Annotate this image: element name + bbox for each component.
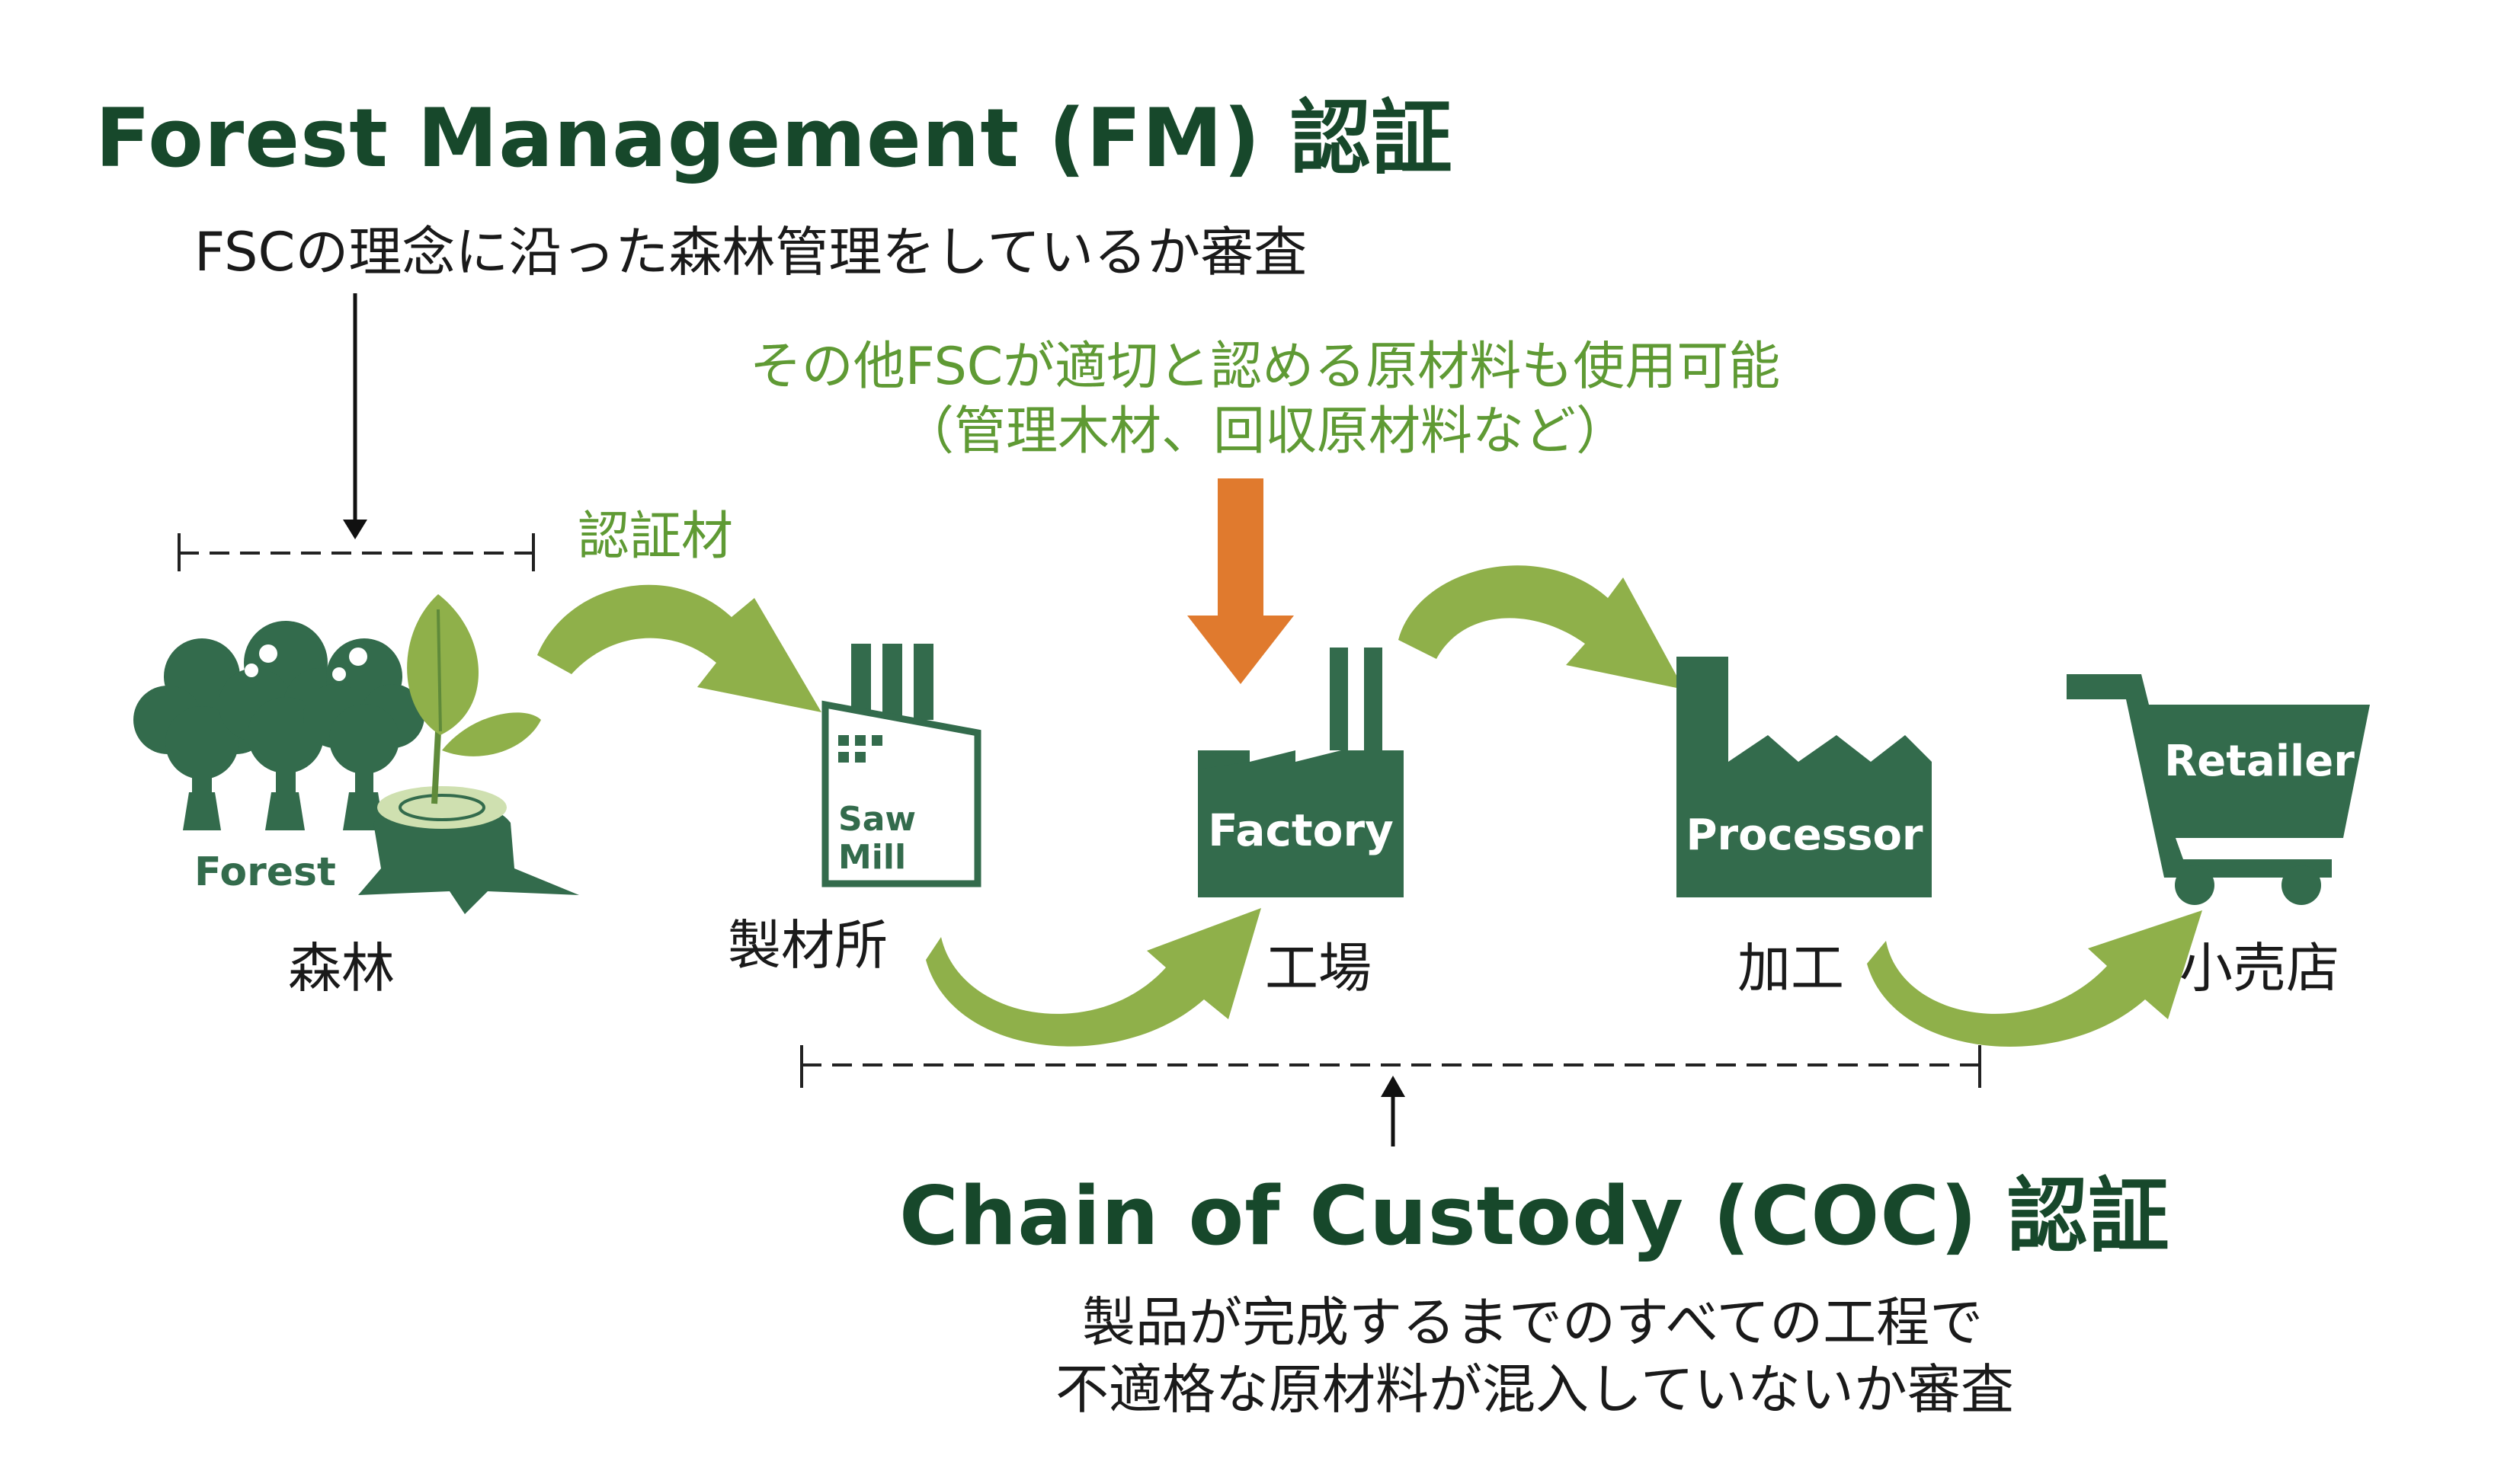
coc-description-line1: 製品が完成するまでのすべての工程で: [1082, 1291, 1984, 1354]
forest-icon-text: Forest: [194, 849, 336, 895]
sawmill-icon-text-line1: Saw: [838, 800, 916, 839]
other-materials-arrow: [1187, 478, 1294, 684]
fm-title: Forest Management (FM) 認証: [95, 91, 1453, 185]
coc-pointer-arrow: [1381, 1076, 1405, 1146]
shopping-cart-icon: [2067, 674, 2370, 905]
fm-description: FSCの理念に沿った森林管理をしているか審査: [194, 221, 1308, 283]
forest-icon: [133, 594, 579, 914]
flow-arrow-sawmill-to-factory: [926, 908, 1261, 1047]
other-materials-line2: （管理木材、回収原材料など）: [901, 401, 1628, 462]
processor-icon-text: Processor: [1686, 811, 1923, 860]
coc-description-line2: 不適格な原材料が混入していないか審査: [1055, 1358, 2014, 1421]
flow-arrow-forest-to-sawmill: [537, 584, 821, 712]
coc-title: Chain of Custody (COC) 認証: [899, 1169, 2170, 1263]
sawmill-icon: [821, 644, 981, 887]
other-materials-line1: その他FSCが適切と認める原材料も使用可能: [749, 337, 1781, 397]
coc-scope-bracket: [800, 1045, 1981, 1088]
retailer-icon-text: Retailer: [2164, 737, 2355, 786]
sawmill-icon-text-line2: Mill: [838, 838, 906, 877]
factory-icon: [1198, 648, 1404, 897]
processor-icon: [1676, 657, 1932, 897]
stage-label-sawmill: 製材所: [728, 914, 888, 977]
flow-arrow-factory-to-processor: [1398, 565, 1684, 689]
fm-scope-bracket: [178, 533, 535, 571]
stage-label-factory: 工場: [1265, 937, 1372, 999]
fm-pointer-arrow: [343, 293, 367, 539]
stage-label-processor: 加工: [1737, 937, 1844, 999]
flow-arrow-processor-to-retailer: [1867, 910, 2202, 1047]
stage-label-retailer: 小売店: [2179, 937, 2339, 999]
stage-label-forest: 森林: [288, 937, 395, 999]
certified-material-label: 認証材: [578, 507, 734, 567]
factory-icon-text: Factory: [1208, 804, 1394, 856]
